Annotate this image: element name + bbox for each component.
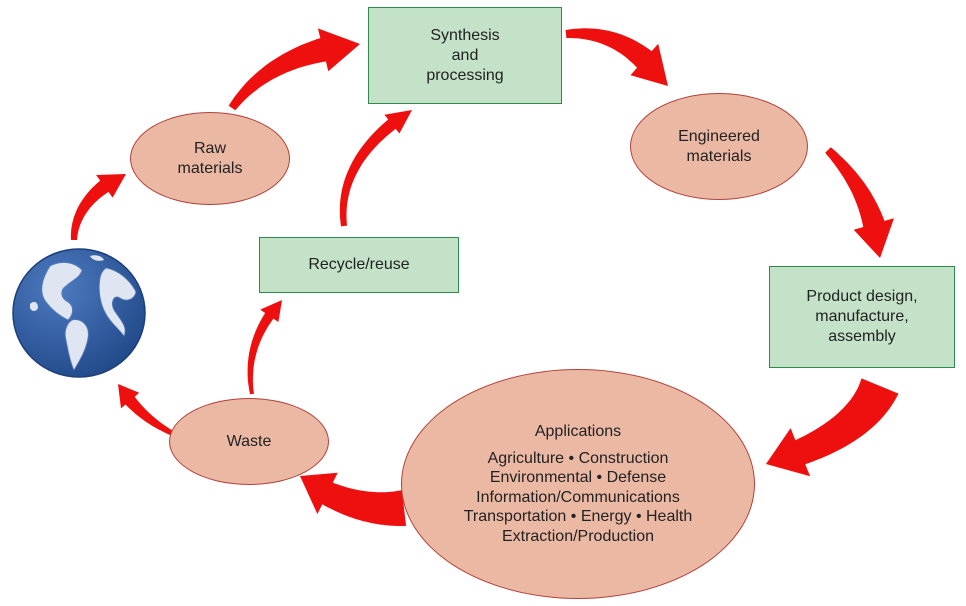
recycle-reuse-box: Recycle/reuse	[259, 237, 459, 293]
arrow-globe-to-raw	[70, 174, 126, 240]
arrow-product-to-applications	[766, 378, 899, 477]
recycle-label: Recycle/reuse	[308, 256, 410, 273]
arrow-recycle-to-synthesis	[339, 110, 412, 227]
arrow-engineered-to-product	[825, 147, 894, 258]
waste-label: Waste	[226, 432, 272, 450]
applications-title: Applications	[534, 423, 622, 440]
applications-list: Agriculture • Construction Environmental…	[463, 449, 693, 545]
arrow-synthesis-to-engineered	[565, 28, 668, 86]
synthesis-label: Synthesis and processing	[426, 26, 504, 84]
applications-ellipse: Applications Agriculture • Construction …	[401, 369, 755, 599]
waste-ellipse: Waste	[169, 398, 329, 485]
raw-label: Raw materials	[177, 139, 243, 177]
synthesis-and-processing-box: Synthesis and processing	[368, 7, 562, 104]
product-label: Product design, manufacture, assembly	[806, 288, 918, 345]
engineered-label: Engineered materials	[678, 127, 760, 165]
arrow-applications-to-waste	[300, 472, 407, 526]
arrow-waste-to-recycle	[247, 300, 282, 395]
engineered-materials-ellipse: Engineered materials	[630, 93, 808, 200]
arrow-raw-to-synthesis	[228, 28, 360, 111]
raw-materials-ellipse: Raw materials	[130, 112, 290, 205]
earth-globe-icon	[12, 248, 146, 378]
product-design-box: Product design, manufacture, assembly	[769, 266, 955, 368]
arrow-waste-to-globe	[118, 384, 179, 438]
